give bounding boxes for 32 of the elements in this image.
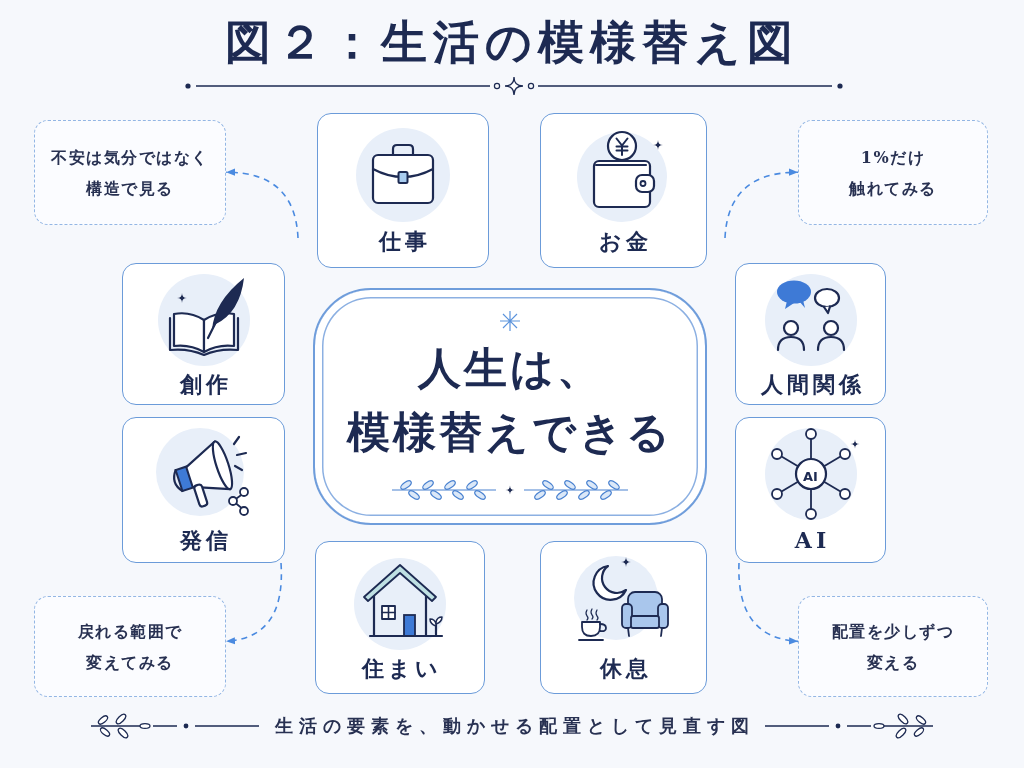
diagram-title: 図２：生活の模様替え図 (225, 14, 799, 71)
tip-note (34, 596, 226, 697)
card-label: AI (793, 526, 831, 555)
card-label: 住まい (360, 653, 442, 683)
category-card (315, 541, 485, 694)
card-label: 休息 (598, 653, 652, 683)
note-text: 不安は気分ではなく構造で見る (51, 146, 209, 200)
message-panel (313, 288, 707, 525)
note-text: 配置を少しずつ変える (831, 620, 955, 674)
card-label: お金 (598, 226, 652, 256)
card-label: 創作 (178, 370, 232, 399)
note-text: 1%だけ触れてみる (849, 146, 937, 200)
card-label: 人間関係 (759, 370, 865, 399)
category-card (540, 541, 707, 694)
note-text: 戻れる範囲で変えてみる (77, 620, 183, 674)
dashed-arrow (225, 168, 299, 239)
diagram-caption: 生活の要素を、動かせる配置として見直す図 (274, 715, 755, 738)
tip-note (798, 596, 988, 697)
category-card (122, 263, 285, 405)
card-label: 仕事 (377, 226, 431, 256)
tip-note (798, 120, 988, 225)
category-card (540, 113, 707, 268)
tip-note (34, 120, 226, 225)
card-label: 発信 (178, 526, 232, 555)
dashed-arrow (724, 168, 799, 239)
category-card (735, 417, 886, 563)
category-card (735, 263, 886, 405)
hub-label: AI (803, 469, 818, 482)
category-card (122, 417, 285, 563)
dashed-arrow (225, 562, 283, 644)
central-message: 人生は、模様替えできる (347, 342, 673, 459)
category-card (317, 113, 489, 268)
